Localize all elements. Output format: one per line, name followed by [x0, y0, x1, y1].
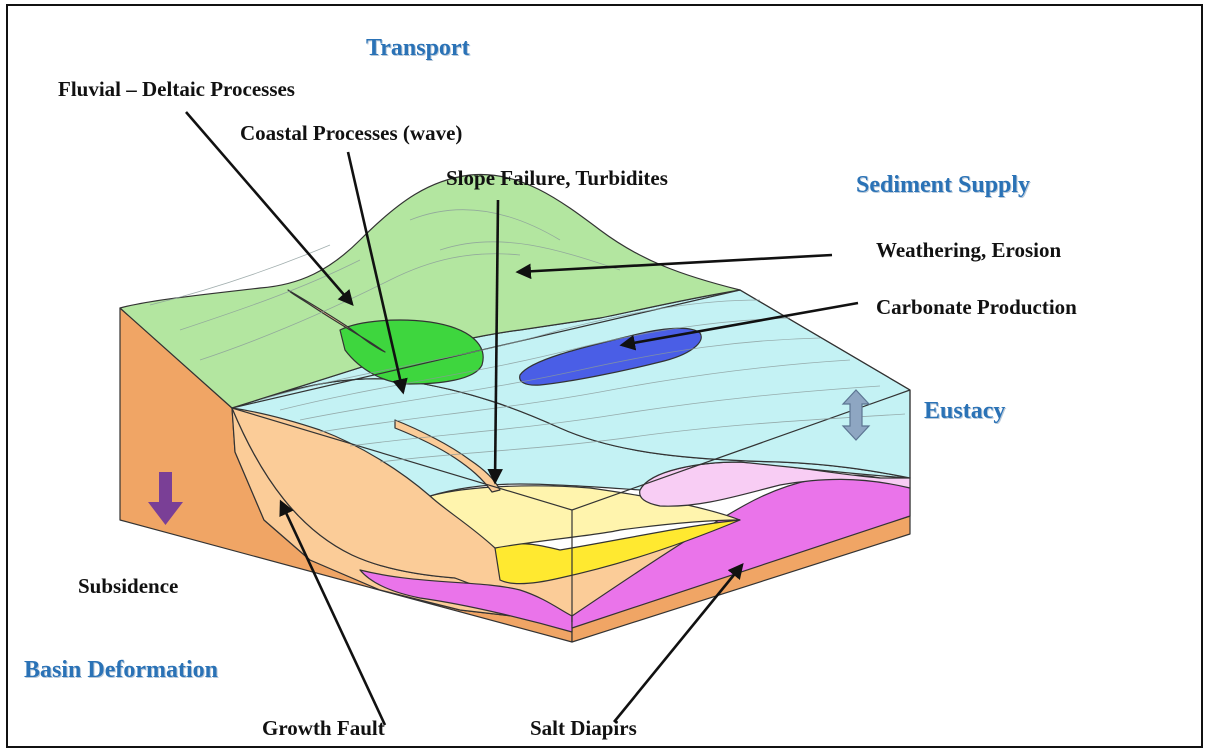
subsidence-arrow-icon [148, 472, 183, 525]
label-weathering-erosion: Weathering, Erosion [876, 238, 1062, 262]
label-basin-deformation: Basin Deformation [24, 657, 218, 683]
sea-level-box-edges [231, 289, 911, 622]
label-subsidence: Subsidence [78, 574, 179, 598]
salt-diapir-body [571, 474, 911, 629]
arrow-salt-diapirs [612, 562, 744, 723]
label-slope-failure: Slope Failure, Turbidites [446, 166, 668, 190]
river-channel [287, 289, 386, 353]
coastal-plain-land [119, 173, 741, 409]
arrow-coastal [346, 151, 408, 395]
label-eustacy: Eustacy [924, 398, 1006, 424]
carbonate-platform [519, 327, 702, 386]
label-fluvial-deltaic: Fluvial – Deltaic Processes [58, 77, 295, 101]
block-diagram [119, 173, 911, 643]
label-carbonate-production: Carbonate Production [876, 295, 1077, 319]
arrow-fluvial-deltaic [185, 111, 354, 306]
bathymetric-contours [149, 209, 906, 463]
arrow-growth-fault [279, 499, 387, 726]
arrow-carbonate [619, 301, 859, 351]
label-coastal-processes: Coastal Processes (wave) [240, 121, 463, 145]
diagram-frame [6, 4, 1203, 748]
delta-lobe [339, 319, 484, 385]
label-growth-fault: Growth Fault [262, 716, 385, 740]
label-sediment-supply: Sediment Supply [856, 172, 1031, 198]
label-transport: Transport [366, 35, 470, 61]
eustacy-arrow-icon [841, 389, 871, 441]
salt-layer-front [359, 569, 573, 633]
label-salt-diapirs: Salt Diapirs [530, 716, 637, 740]
pointer-arrows [185, 111, 859, 726]
arrow-slope-failure [487, 199, 503, 485]
arrow-weathering [515, 253, 833, 280]
